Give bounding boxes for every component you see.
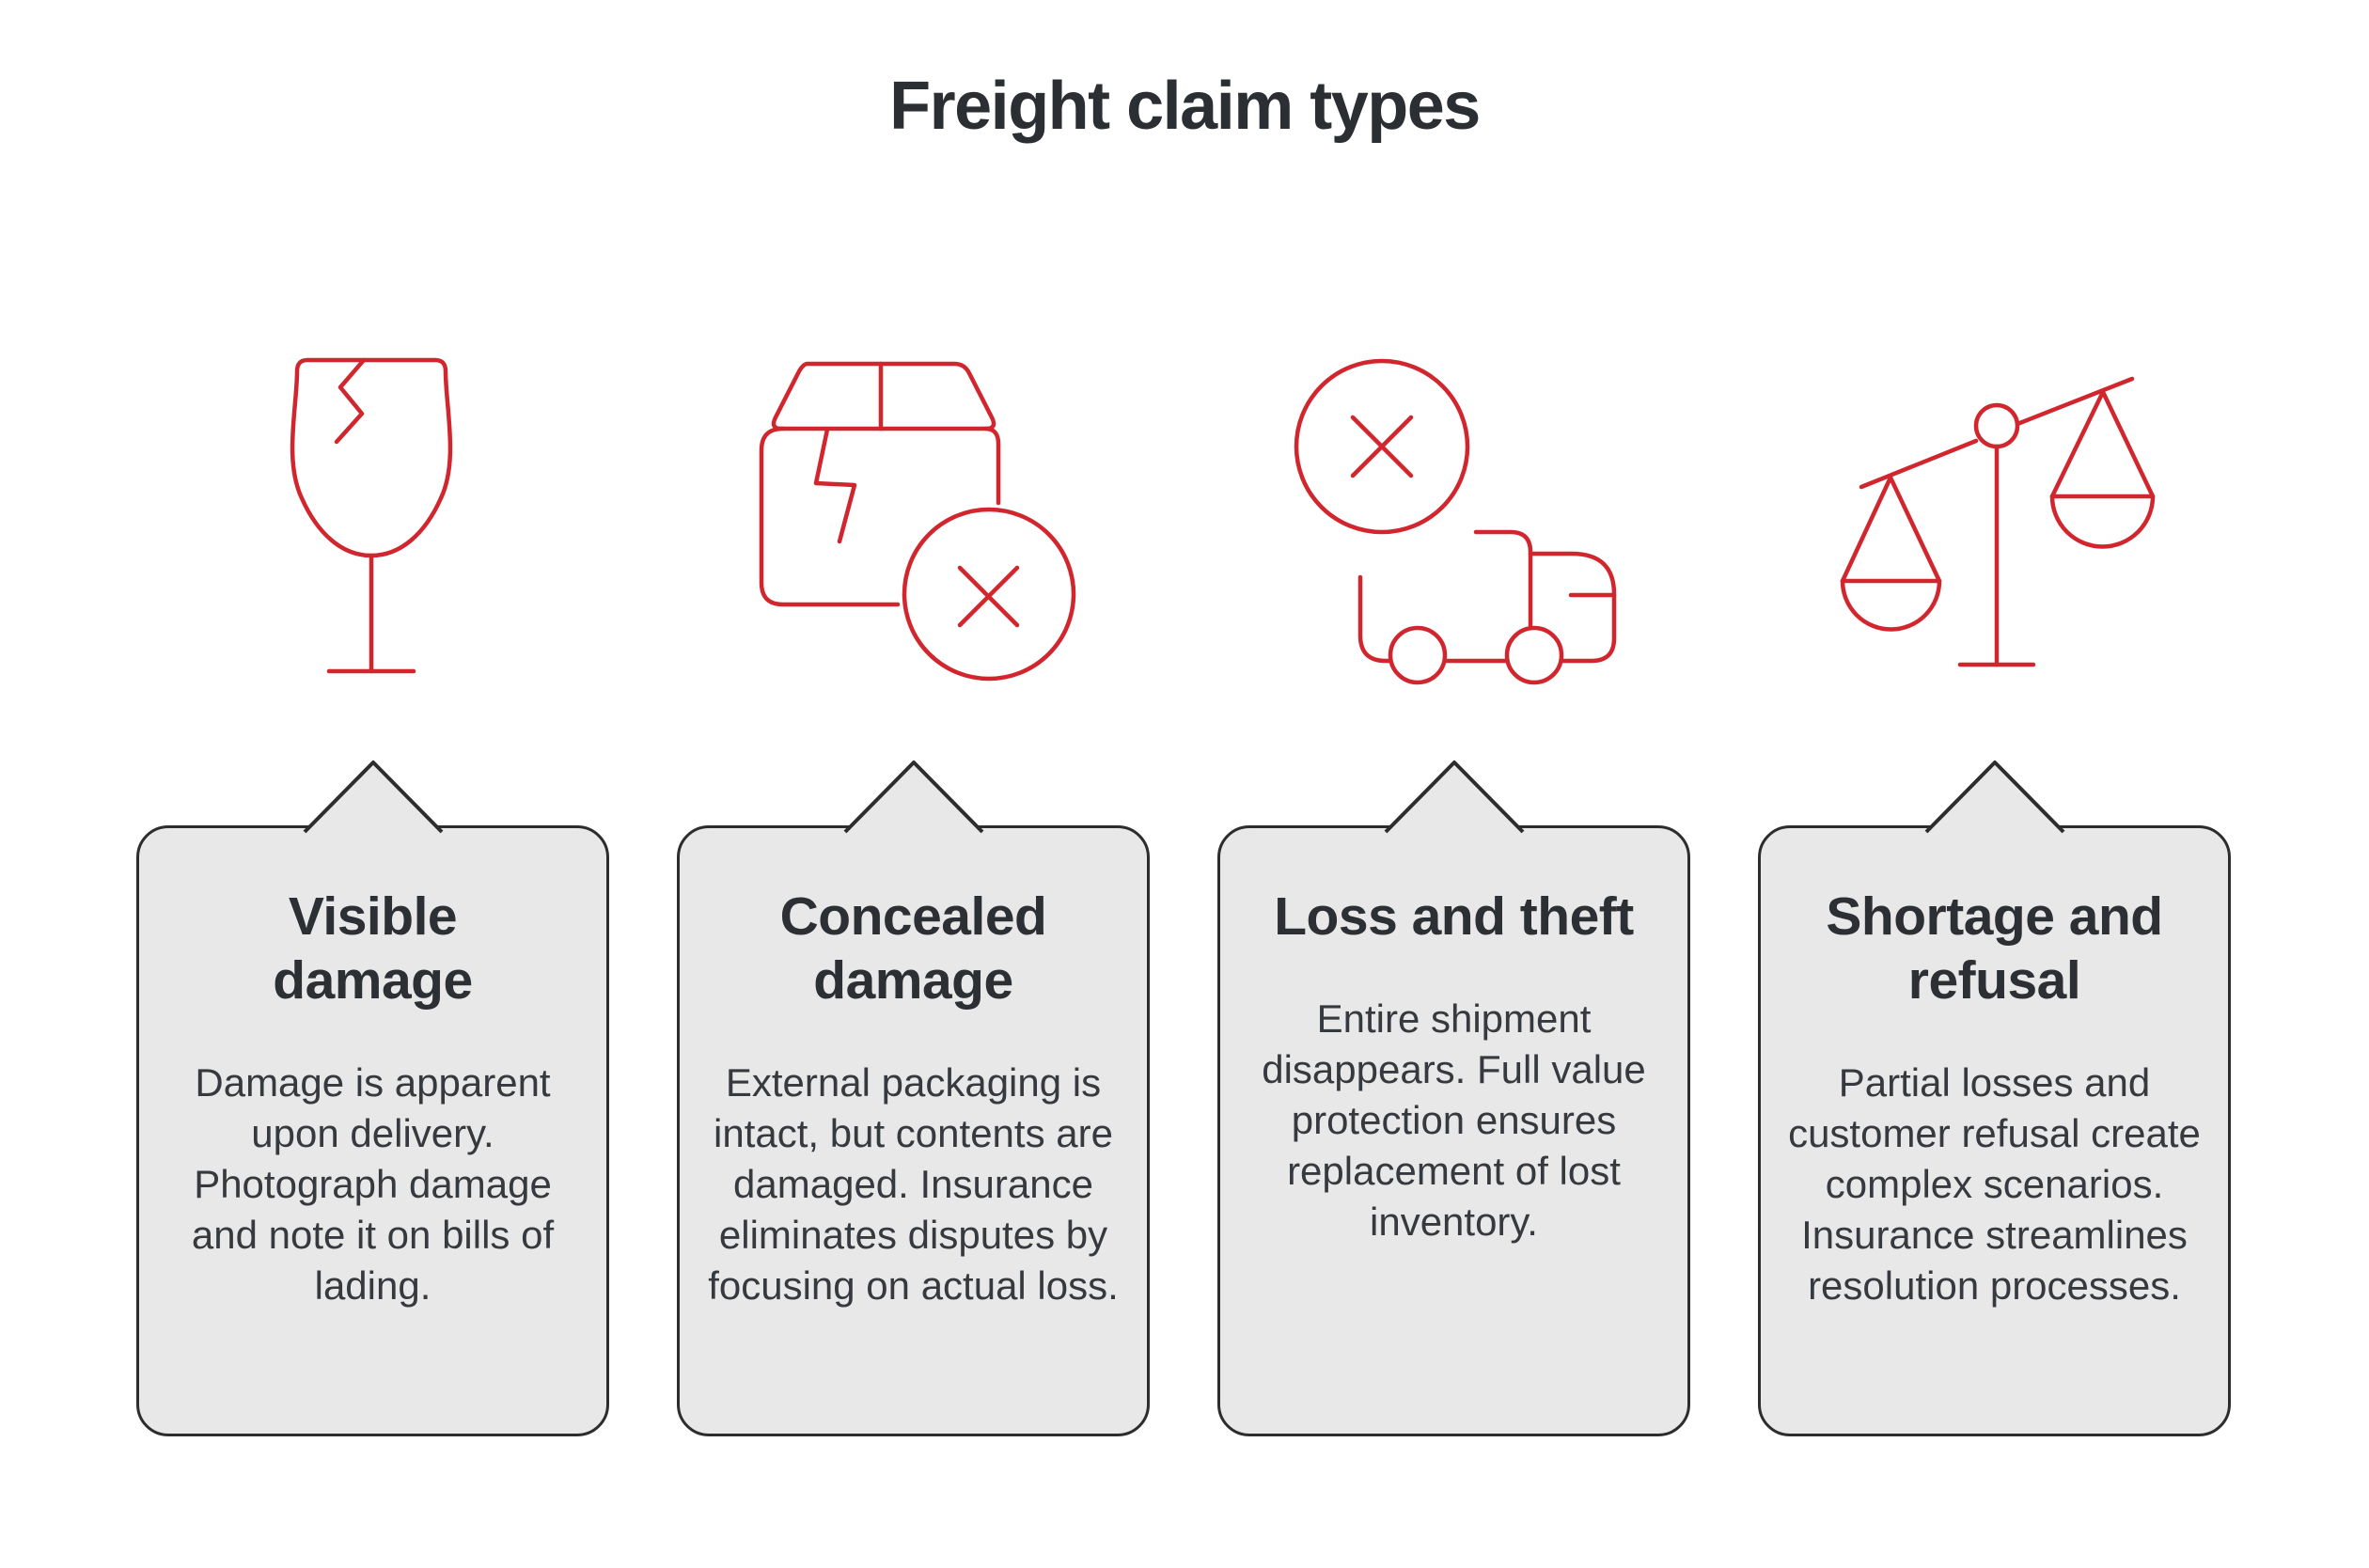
card-pointer bbox=[1924, 760, 2064, 834]
page-title: Freight claim types bbox=[889, 69, 1481, 144]
card-body: Damage is apparent upon delivery. Photog… bbox=[191, 1060, 555, 1308]
card-pointer bbox=[1384, 760, 1524, 834]
card-pointer bbox=[303, 760, 443, 834]
card-body: Partial losses and customer refusal crea… bbox=[1788, 1060, 2201, 1308]
card-title: Loss and theft bbox=[1220, 885, 1687, 949]
card-title-line: Loss and theft bbox=[1274, 886, 1634, 947]
lost-truck-icon bbox=[1293, 357, 1622, 686]
card-title-line: Concealed bbox=[779, 886, 1047, 947]
card-title: Concealed damage bbox=[680, 885, 1147, 1012]
card-title-line: Visible bbox=[288, 886, 458, 947]
card-body: External packaging is intact, but conten… bbox=[708, 1060, 1119, 1308]
card-concealed-damage: Concealed damage External packaging is i… bbox=[677, 760, 1150, 1436]
card-body: Entire shipment disappears. Full value p… bbox=[1262, 996, 1646, 1244]
card-loss-and-theft: Loss and theft Entire shipment disappear… bbox=[1217, 760, 1690, 1436]
card-pointer bbox=[843, 760, 983, 834]
card-title: Visible damage bbox=[139, 885, 606, 1012]
damaged-box-icon bbox=[747, 357, 1081, 686]
card-title-line: refusal bbox=[1907, 950, 2081, 1011]
card-title-line: damage bbox=[813, 950, 1013, 1011]
card-shortage-and-refusal: Shortage and refusal Partial losses and … bbox=[1758, 760, 2231, 1436]
card-visible-damage: Visible damage Damage is apparent upon d… bbox=[136, 760, 609, 1436]
unbalanced-scale-icon bbox=[1838, 362, 2157, 672]
card-title-line: Shortage and bbox=[1826, 886, 2163, 947]
card-title-line: damage bbox=[273, 950, 473, 1011]
card-title: Shortage and refusal bbox=[1761, 885, 2228, 1012]
broken-glass-icon bbox=[277, 353, 465, 686]
